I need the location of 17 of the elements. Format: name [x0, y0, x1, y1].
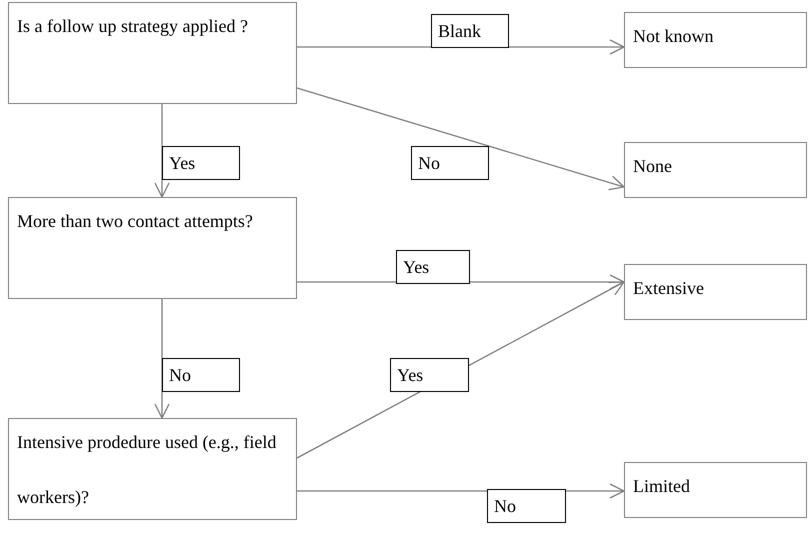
outcome-box: More than two contact attempts?: [8, 197, 297, 299]
edge-label: No: [162, 358, 240, 392]
arrow: [154, 104, 170, 198]
arrow: [154, 299, 170, 419]
outcome-box: Extensive: [624, 264, 807, 320]
outcome-box: Not known: [624, 12, 807, 68]
outcome-box: None: [624, 142, 807, 198]
decision-box: Is a follow up strategy applied ?: [8, 2, 297, 104]
edge-label: Yes: [162, 146, 240, 180]
edge-label: Blank: [431, 14, 509, 48]
edge-label: Yes: [390, 358, 469, 392]
arrow: [296, 87, 625, 190]
edge-label: No: [411, 146, 489, 180]
outcome-box: Intensive prodedure used (e.g., field workers)?: [8, 418, 297, 520]
edge-label: No: [487, 489, 566, 523]
edge-label: Yes: [396, 250, 470, 284]
outcome-box: Limited: [624, 462, 807, 518]
